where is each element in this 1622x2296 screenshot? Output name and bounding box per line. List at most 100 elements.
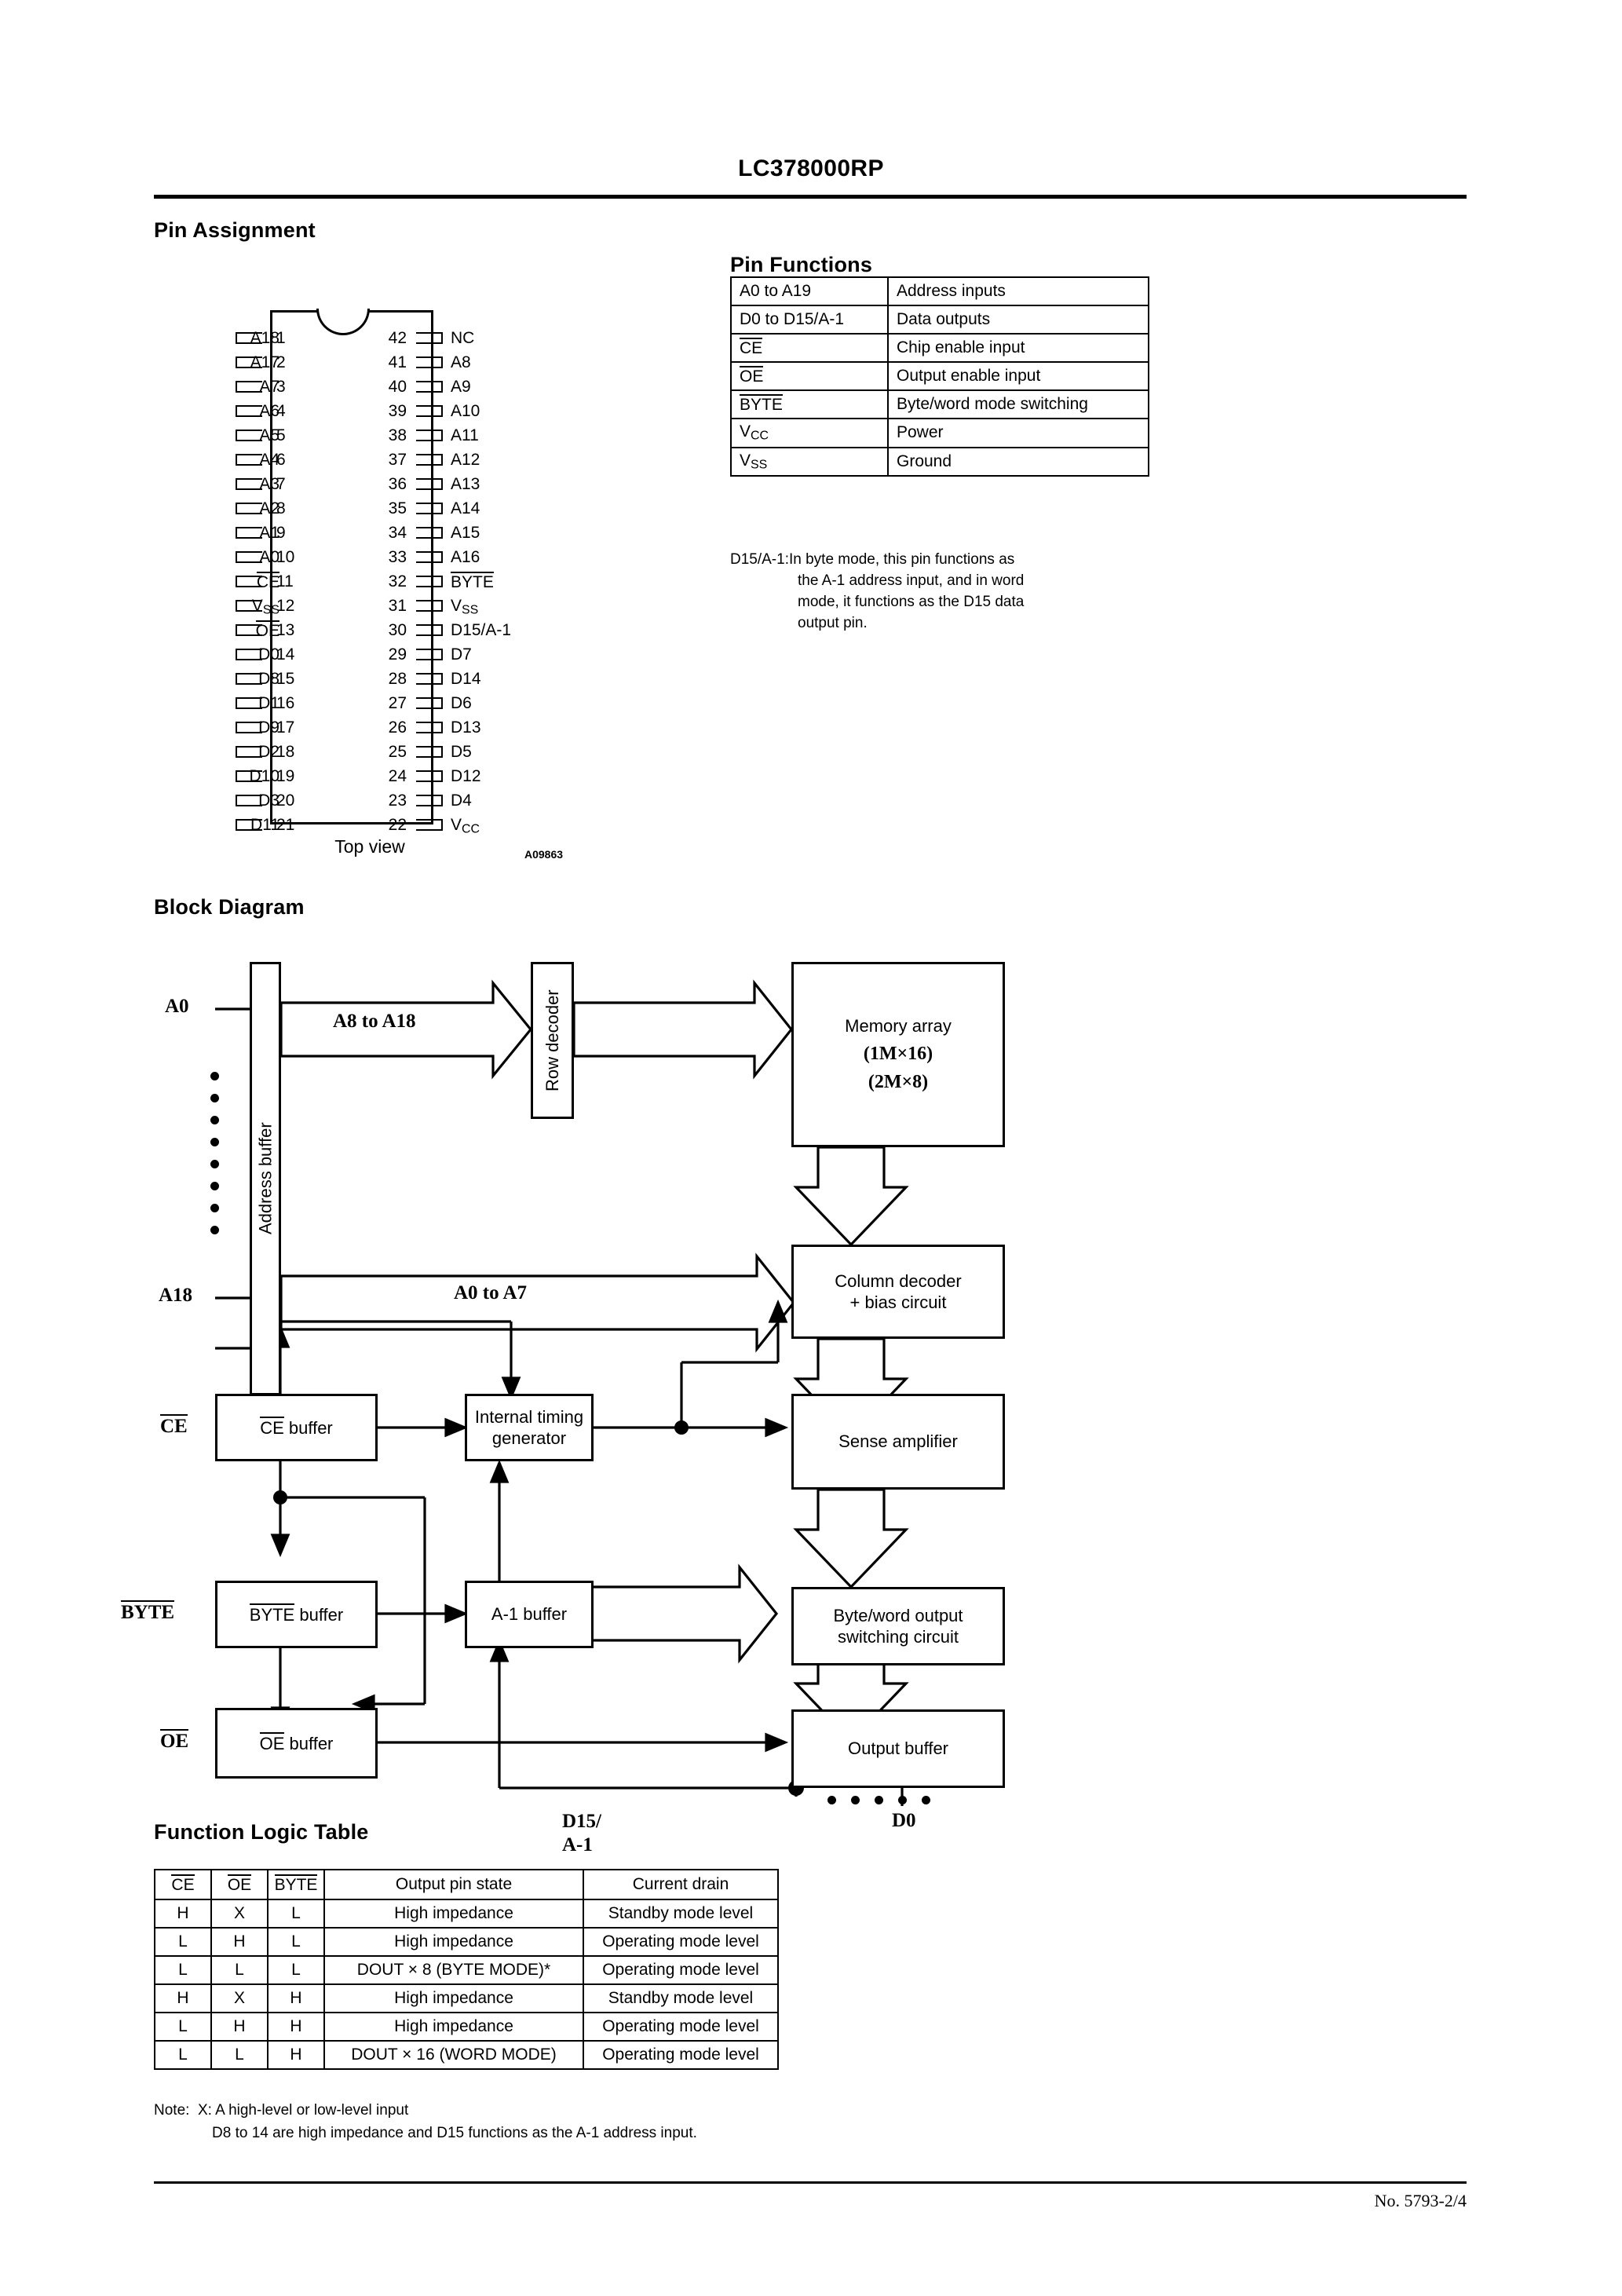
section-title-pin-assignment: Pin Assignment bbox=[154, 218, 316, 242]
pin-label: A0 bbox=[259, 548, 279, 566]
pin-function-cell: Power bbox=[887, 418, 1149, 448]
pin-label: D9 bbox=[258, 718, 279, 737]
pin-lead-icon bbox=[416, 673, 443, 685]
pin-number: 31 bbox=[388, 597, 407, 615]
pin-lead-icon bbox=[416, 819, 443, 831]
pin-number: 11 bbox=[276, 572, 294, 590]
pin-number: 27 bbox=[388, 694, 407, 712]
ic-package-outline bbox=[270, 310, 433, 824]
note-line-1: In byte mode, this pin functions as bbox=[788, 551, 1015, 568]
pin-label: A6 bbox=[259, 402, 279, 420]
section-title-function-logic-table: Function Logic Table bbox=[154, 1820, 369, 1844]
pin-lead-icon bbox=[236, 381, 262, 393]
pin-label: VCC bbox=[451, 816, 480, 836]
pin-number: 34 bbox=[388, 524, 407, 542]
pin-label: BYTE bbox=[451, 572, 494, 591]
table-cell: L bbox=[154, 1955, 212, 1985]
pin-lead-icon bbox=[236, 673, 262, 685]
block-ce-buffer: CE buffer bbox=[215, 1394, 378, 1461]
pin-number: 25 bbox=[388, 743, 407, 761]
pin-label: D8 bbox=[258, 670, 279, 688]
pin-lead-icon bbox=[236, 503, 262, 514]
pin-lead-icon bbox=[416, 503, 443, 514]
pin-lead-icon bbox=[416, 332, 443, 344]
table-cell: Operating mode level bbox=[583, 2012, 779, 2042]
table-cell: L bbox=[154, 2040, 212, 2070]
block-byte-buffer: BYTE buffer bbox=[215, 1581, 378, 1648]
pin-number: 10 bbox=[276, 548, 295, 566]
pin-label: VSS bbox=[451, 597, 479, 617]
pin-lead-icon bbox=[236, 770, 262, 782]
bus-label-a8-a18: A8 to A18 bbox=[333, 1011, 416, 1032]
pin-lead-icon bbox=[236, 527, 262, 539]
pin-label: D6 bbox=[451, 694, 472, 712]
pin-label: A7 bbox=[259, 378, 279, 396]
pin-number: 17 bbox=[276, 718, 295, 737]
pin-lead-icon bbox=[236, 332, 262, 344]
pin-label: D2 bbox=[258, 743, 279, 761]
signal-label-byte: BYTE bbox=[121, 1600, 175, 1623]
pin-label: D3 bbox=[258, 792, 279, 810]
note-pin-label: D15/A-1: bbox=[730, 551, 789, 568]
note-text-1: X: A high-level or low-level input bbox=[197, 2102, 409, 2119]
pin-function-cell: Address inputs bbox=[887, 276, 1149, 306]
pin-label: A2 bbox=[259, 499, 279, 517]
pin-label: D7 bbox=[451, 645, 472, 664]
pin-number: 40 bbox=[388, 378, 407, 396]
pin-label: D4 bbox=[451, 792, 472, 810]
pin-label: A13 bbox=[451, 475, 480, 493]
pin-lead-icon bbox=[236, 600, 262, 612]
section-title-block-diagram: Block Diagram bbox=[154, 895, 305, 919]
pin-label: D0 bbox=[258, 645, 279, 664]
block-memory-array: Memory array (1M×16) (2M×8) bbox=[791, 962, 1005, 1147]
pin-number: 3 bbox=[276, 378, 286, 396]
pin-number: 13 bbox=[276, 621, 295, 639]
pin-name-cell: A0 to A19 bbox=[730, 276, 889, 306]
pin-number: 38 bbox=[388, 426, 407, 444]
pin-function-cell: Data outputs bbox=[887, 305, 1149, 335]
pin-functions-note: D15/A-1:In byte mode, this pin functions… bbox=[730, 550, 1138, 634]
signal-label-a0: A0 bbox=[165, 996, 189, 1017]
pin-label: A4 bbox=[259, 451, 279, 469]
note-line-2: the A-1 address input, and in word bbox=[798, 572, 1025, 589]
note-line-4: output pin. bbox=[798, 614, 868, 631]
column-header: OE bbox=[210, 1869, 269, 1900]
block-oe-buffer: OE buffer bbox=[215, 1708, 378, 1779]
page-header-part-number: LC378000RP bbox=[738, 155, 884, 181]
pin-number: 42 bbox=[388, 329, 407, 347]
pin-number: 20 bbox=[276, 792, 295, 810]
pin-lead-icon bbox=[236, 746, 262, 758]
signal-label-ce: CE bbox=[160, 1414, 188, 1437]
pin-lead-icon bbox=[416, 478, 443, 490]
block-address-buffer: Address buffer bbox=[250, 962, 281, 1395]
pin-name-cell: D0 to D15/A-1 bbox=[730, 305, 889, 335]
pin-lead-icon bbox=[236, 722, 262, 733]
table-cell: Operating mode level bbox=[583, 1927, 779, 1957]
table-cell: L bbox=[210, 2040, 269, 2070]
pin-label: D12 bbox=[451, 767, 481, 785]
